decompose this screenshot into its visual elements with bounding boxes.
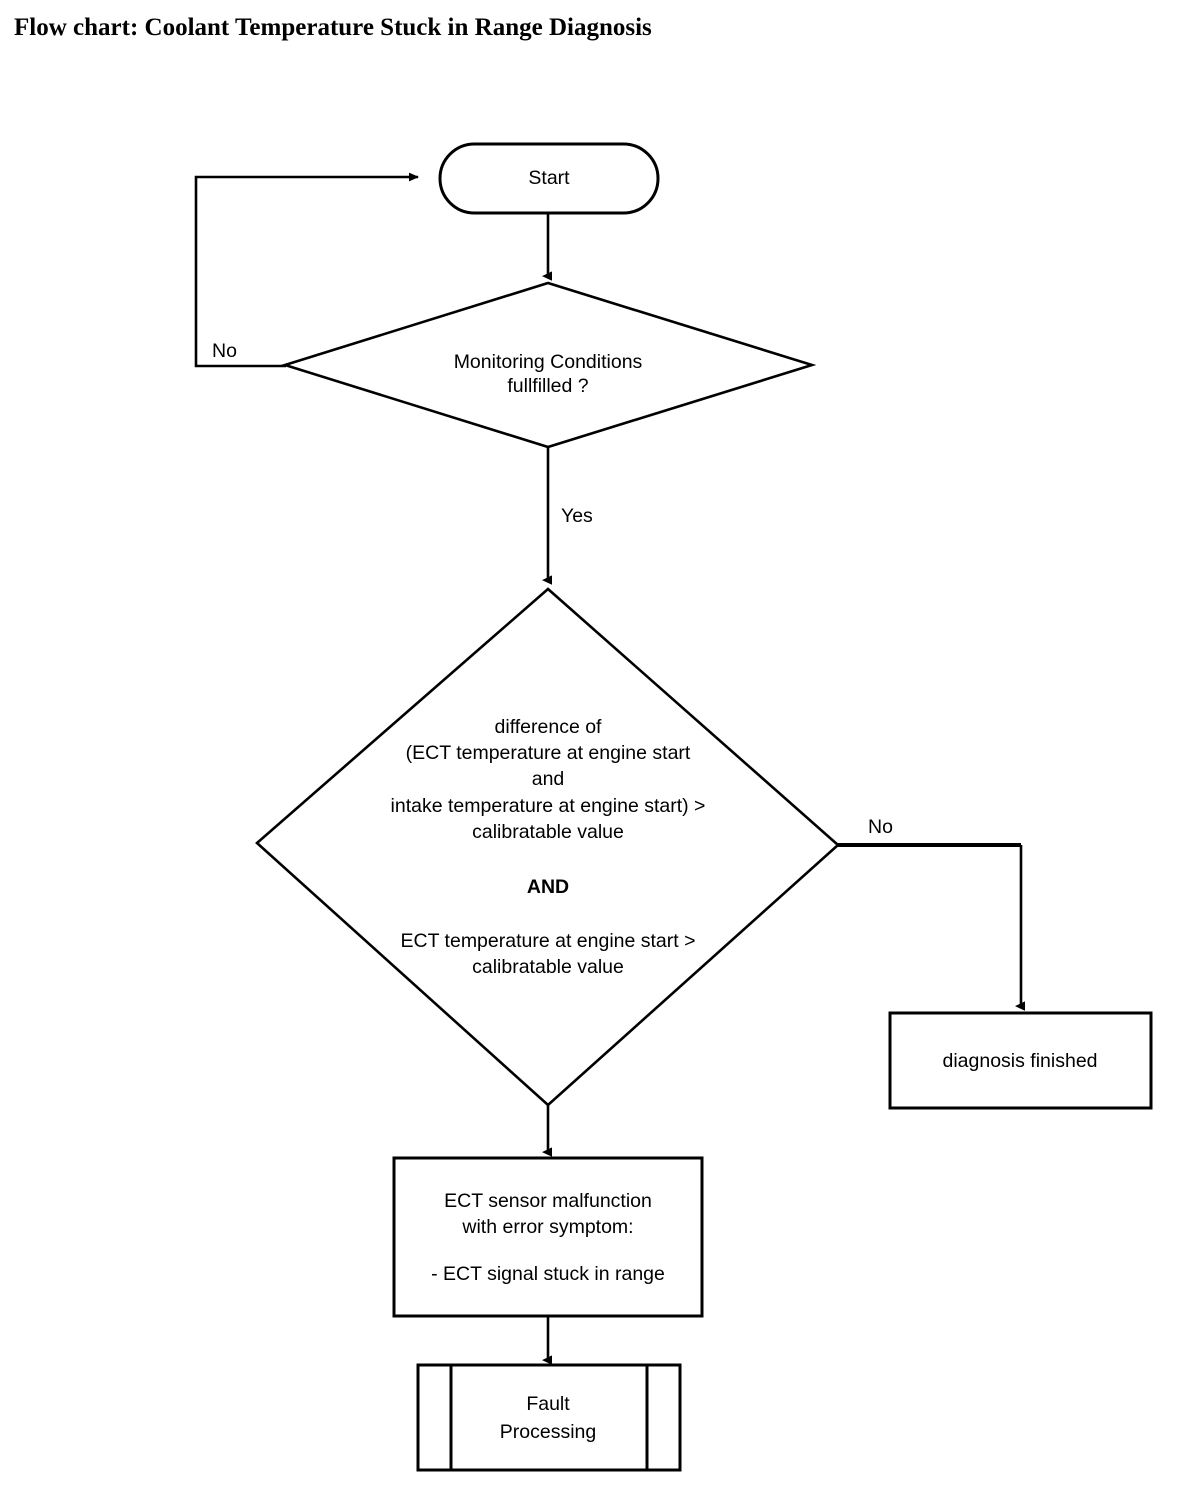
edge-condition-no: No: [838, 816, 1025, 1011]
node-diagnosis-finished[interactable]: diagnosis finished: [888, 1011, 1153, 1110]
condition-label-line3: and: [532, 768, 565, 790]
monitoring-label-line2: fullfilled ?: [507, 375, 588, 397]
node-start[interactable]: Start: [438, 142, 660, 215]
edge-label-yes: Yes: [561, 505, 593, 527]
start-label: Start: [528, 167, 570, 189]
malfunction-label-line2: with error symptom:: [461, 1216, 633, 1238]
malfunction-shape: [392, 1156, 704, 1318]
condition-label-and: AND: [527, 876, 569, 898]
edge-monitoring-no-loop: No: [194, 172, 419, 368]
page-title: Flow chart: Coolant Temperature Stuck in…: [14, 14, 652, 41]
monitoring-label-line1: Monitoring Conditions: [454, 351, 643, 373]
fault-processing-shape: [416, 1363, 682, 1472]
fault-processing-label-line1: Fault: [526, 1393, 570, 1415]
malfunction-label-line1: ECT sensor malfunction: [444, 1190, 652, 1212]
node-monitoring-conditions[interactable]: Monitoring Conditions fullfilled ?: [280, 281, 817, 449]
diagnosis-finished-shape: [888, 1011, 1153, 1110]
edge-monitoring-yes: Yes: [542, 448, 593, 585]
diagnosis-finished-label: diagnosis finished: [942, 1050, 1097, 1072]
condition-label-line2: (ECT temperature at engine start: [406, 742, 691, 764]
condition-label-line1: difference of: [495, 716, 603, 738]
edge-label-no-condition: No: [868, 816, 893, 838]
condition-label-line8: calibratable value: [472, 956, 624, 978]
malfunction-label-line3: - ECT signal stuck in range: [431, 1263, 665, 1285]
condition-label-line5: calibratable value: [472, 821, 624, 843]
monitoring-decision-shape: [280, 281, 817, 449]
node-fault-processing[interactable]: Fault Processing: [416, 1363, 682, 1472]
fault-processing-label-line2: Processing: [500, 1421, 596, 1443]
node-condition-check[interactable]: difference of (ECT temperature at engine…: [255, 587, 840, 1107]
condition-label-line7: ECT temperature at engine start >: [400, 930, 695, 952]
condition-label-line4: intake temperature at engine start) >: [391, 795, 706, 817]
edge-label-no-monitoring: No: [212, 340, 237, 362]
condition-decision-shape: [255, 587, 840, 1107]
node-ect-sensor-malfunction[interactable]: ECT sensor malfunction with error sympto…: [392, 1156, 704, 1318]
